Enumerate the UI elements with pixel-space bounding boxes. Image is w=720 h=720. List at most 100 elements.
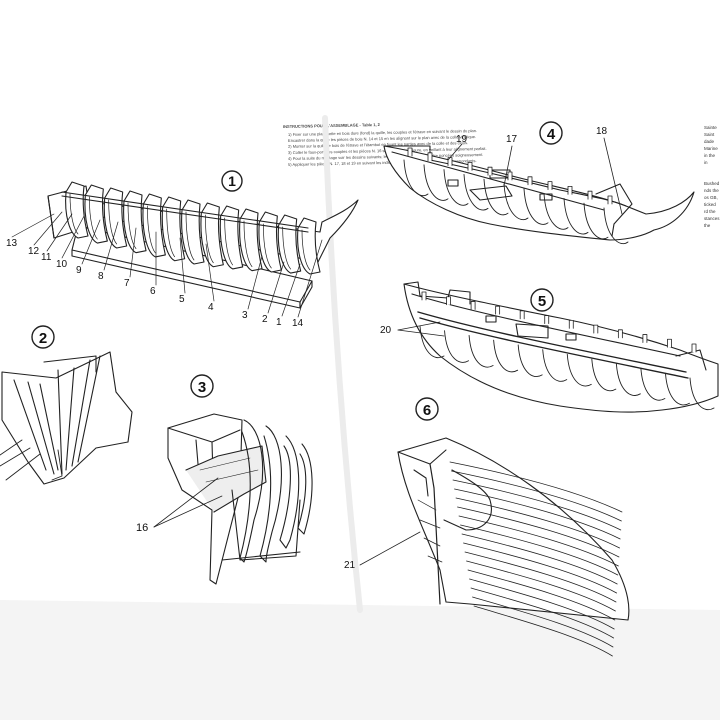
frame-edge [204,214,214,264]
step-5-hull-planked [403,281,719,413]
hull-rib [443,169,469,206]
hull-rib [483,178,509,216]
frame-edge [262,223,272,269]
side-note: nds the [704,188,719,193]
step-4-hull-ribs [403,159,629,244]
leader-line [129,227,137,278]
leader-line [61,215,85,259]
frame-edge [88,196,98,240]
frame-top [544,315,550,325]
step-6-number: 6 [423,402,431,419]
frame-top [547,181,553,190]
side-note: in the [704,153,716,158]
frame-edge [108,199,118,245]
step-5-leader-lines [397,321,445,337]
hull-rib [566,353,592,387]
callout-1: 1 [276,317,282,328]
hull-rib [423,164,449,201]
hull-frame [142,193,166,258]
hull-rib [603,207,629,244]
hull-frame [297,217,321,275]
step-4-number: 4 [547,126,556,143]
step-6-number-circle: 6 [415,397,439,421]
hull-rib [468,335,494,368]
side-note: Marine [704,146,718,151]
frame-top [507,171,513,181]
hull-frame [65,181,89,239]
frame-top [667,338,672,348]
callout-20: 20 [380,325,392,336]
frame-top [421,291,427,301]
frame-top [519,310,525,320]
hull-rib [542,349,568,382]
leader-line [179,237,186,294]
hull-rib [403,159,429,196]
leader-line [103,221,119,271]
frame-edge [224,217,234,266]
hull-rib [640,368,666,401]
hull-plank [449,461,623,513]
frame-top [495,305,501,315]
side-note: the [704,223,711,228]
side-note: Saint [704,132,715,137]
step-5-frame-tops [421,291,697,353]
step-5-number-circle: 5 [530,288,554,312]
callout-17: 17 [506,134,518,145]
leader-line [267,261,285,314]
hull-plank [470,587,614,639]
callout-9: 9 [76,265,82,276]
hull-frame [84,184,108,244]
hull-plank [458,515,619,567]
step-1-leader-lines [11,211,323,318]
side-notes: Sainte Saint dade Marine in the in Bushe… [704,124,720,229]
hull-plank [466,560,616,612]
step-4-hull-deck [383,145,695,241]
side-note: rd the [704,209,716,214]
hull-plank [463,542,617,594]
step-2-number: 2 [39,330,47,347]
step-1-number-circle: 1 [221,170,243,192]
side-note: Sainte [704,125,717,130]
callout-18: 18 [596,126,608,137]
top-white-band [0,0,720,120]
step-5-number: 5 [538,293,546,310]
frame-edge [146,205,156,254]
frame-top [446,296,451,306]
leader-line [205,243,215,302]
hull-plank [457,506,620,558]
frame-top [568,319,574,329]
hull-rib [543,193,569,230]
frame-top [607,195,613,205]
leader-line [11,213,55,238]
side-note: ticked [704,202,716,207]
step-1-spine [61,191,309,233]
frame-edge [282,226,292,270]
step-2-bow-detail [0,351,133,485]
step-6-planks [449,461,623,657]
frame-edge [127,202,137,250]
hull-rib [583,202,609,240]
hull-plank [461,533,618,585]
hull-rib [591,358,617,392]
step-3-number: 3 [198,379,206,396]
frame-top [593,324,599,334]
leader-line [46,213,73,252]
step-3-stern-detail [167,413,313,585]
step-1-number: 1 [228,173,236,189]
callout-11: 11 [41,252,52,263]
hull-rib [444,330,469,363]
frame-top [527,176,533,186]
frame-top [487,166,493,176]
hull-plank [451,470,622,522]
callout-3: 3 [242,310,248,321]
callout-8: 8 [98,271,104,282]
hull-rib [463,173,489,211]
callout-16: 16 [136,522,148,534]
side-note: Bushed [704,181,720,186]
frame-edge [185,211,195,261]
frame-edge [301,229,311,271]
callout-4: 4 [208,302,214,313]
